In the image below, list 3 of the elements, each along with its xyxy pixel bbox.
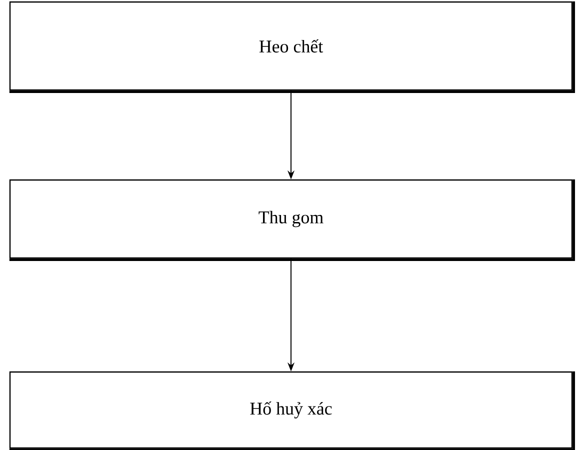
process-box: Hố huỷ xác	[9, 371, 575, 450]
process-box: Heo chết	[9, 1, 575, 93]
process-box: Thu gom	[9, 179, 575, 261]
